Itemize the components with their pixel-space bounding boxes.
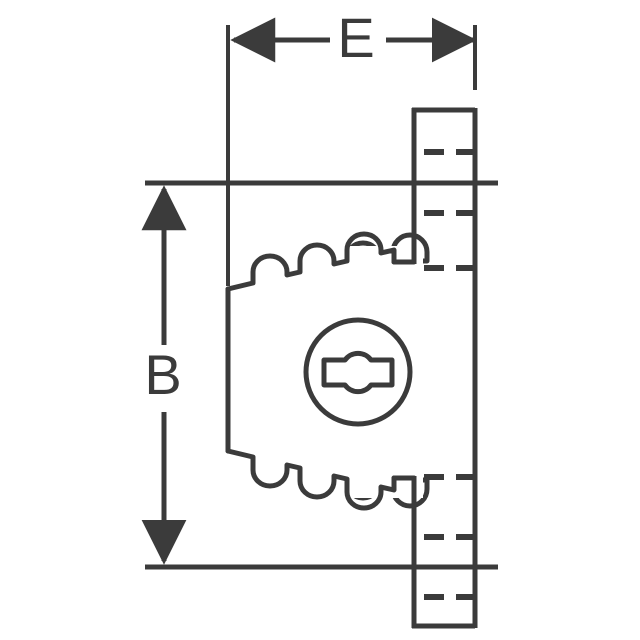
hidden-dashed-lines xyxy=(424,149,476,600)
dimension-E: E xyxy=(226,6,477,286)
hidden-dashed-lines-redraw xyxy=(424,265,476,480)
body-profile-accurate xyxy=(218,231,423,511)
dimension-E-label: E xyxy=(337,6,374,69)
slotted-screw-head xyxy=(303,317,413,427)
screw-head-circle xyxy=(303,317,413,427)
body-bottom-serrated-edge xyxy=(225,448,415,511)
body-top-serrated-edge xyxy=(225,231,415,292)
dimension-B-label: B xyxy=(144,343,181,406)
dimension-B: B xyxy=(141,180,498,570)
screw-slot-shape xyxy=(321,350,395,395)
